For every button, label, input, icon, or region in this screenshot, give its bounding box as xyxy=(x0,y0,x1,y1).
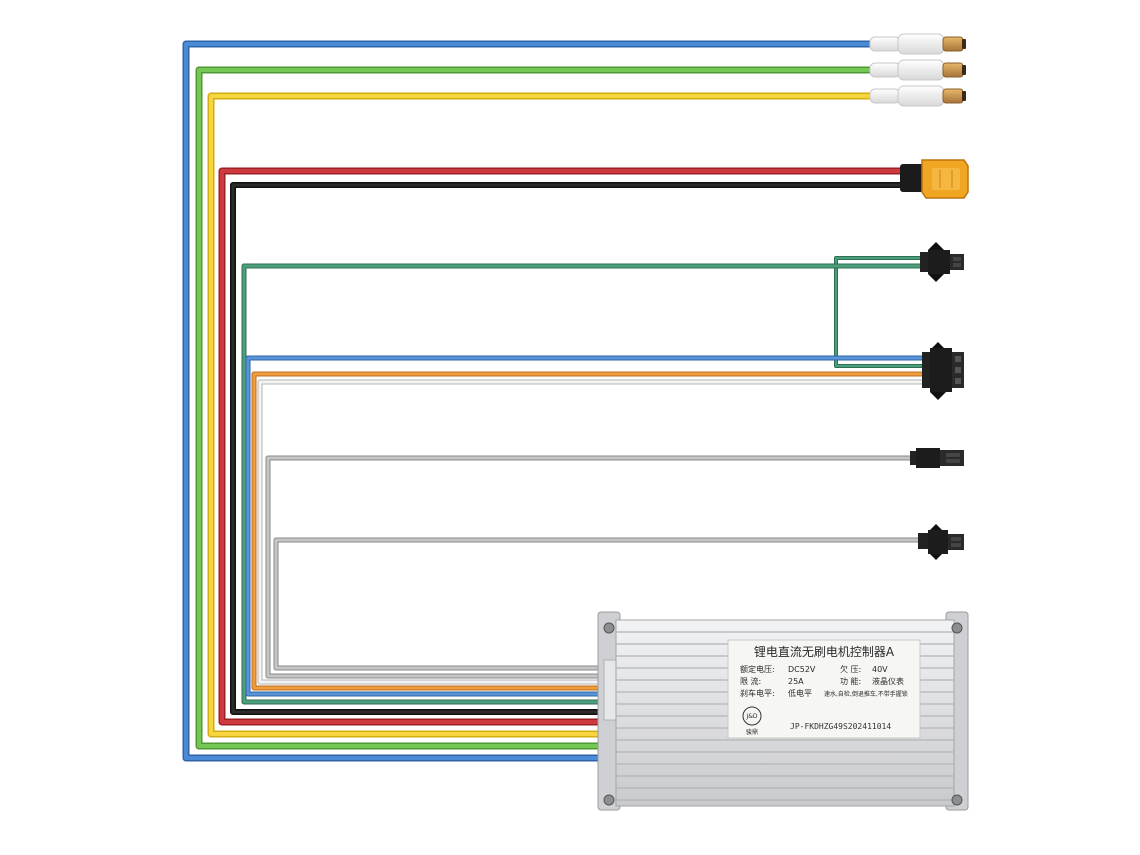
label-rated-voltage-value: DC52V xyxy=(788,665,816,674)
screw-icon xyxy=(603,794,615,806)
phase-bullet-connectors xyxy=(869,33,966,107)
bullet-connector-yellow xyxy=(869,85,966,107)
label-features: 速水,自检,倒退推车,不带手握锁 xyxy=(824,690,908,698)
label-function-value: 液晶仪表 xyxy=(872,676,904,686)
label-current: 限 流: xyxy=(740,676,761,686)
screw-icon xyxy=(951,794,963,806)
spec-label: 锂电直流无刷电机控制器A 额定电压: DC52V 欠 压: 40V 限 流: 2… xyxy=(727,639,921,739)
bullet-connector-blue xyxy=(869,33,966,55)
xt60-power-connector xyxy=(900,159,969,199)
brake-connector-2 xyxy=(918,524,964,560)
label-brake-value: 低电平 xyxy=(788,688,812,698)
label-undervoltage-value: 40V xyxy=(872,665,888,674)
logo-text: J&D xyxy=(745,713,757,720)
screw-icon xyxy=(951,622,963,634)
label-undervoltage: 欠 压: xyxy=(840,664,861,674)
brand-name: 骏鼎 xyxy=(746,728,758,736)
display-connector xyxy=(922,342,964,400)
throttle-connector xyxy=(920,242,964,282)
label-function: 功 能: xyxy=(840,676,861,686)
label-brake: 刹车电平: xyxy=(740,688,775,698)
label-title: 锂电直流无刷电机控制器A xyxy=(754,644,895,659)
label-current-value: 25A xyxy=(788,677,804,686)
wires xyxy=(182,40,925,762)
bullet-connector-green xyxy=(869,59,966,81)
brand-logo: J&D 骏鼎 xyxy=(742,706,762,736)
brake-connector-1 xyxy=(910,448,964,468)
serial-number: JP-FKDHZG49S202411014 xyxy=(790,722,891,731)
wire-signal-teal xyxy=(834,256,925,368)
screw-icon xyxy=(603,622,615,634)
controller-housing: 锂电直流无刷电机控制器A 额定电压: DC52V 欠 压: 40V 限 流: 2… xyxy=(597,611,969,811)
label-rated-voltage: 额定电压: xyxy=(740,664,775,674)
